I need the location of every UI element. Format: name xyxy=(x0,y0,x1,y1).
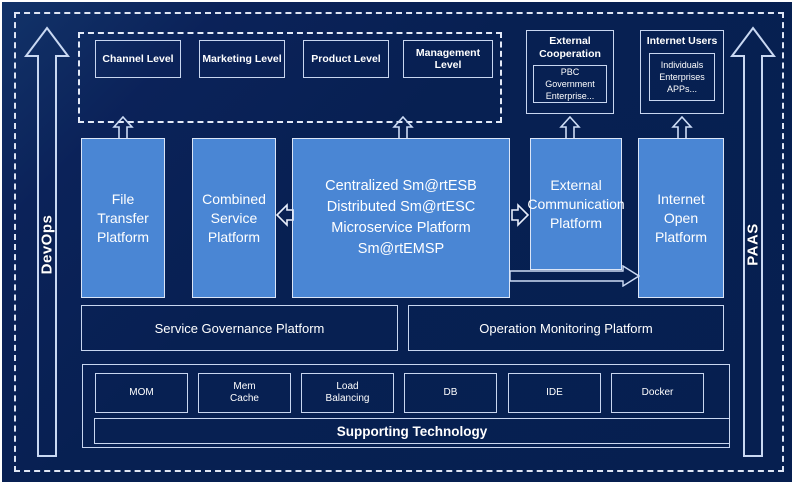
label-line-1: Internet xyxy=(657,190,705,207)
outer-dashed-frame xyxy=(14,12,784,472)
operation-monitoring-platform[interactable]: Operation Monitoring Platform xyxy=(408,305,724,351)
external-cooperation-title-line2: Cooperation xyxy=(539,48,601,60)
tech-box-mem-cache[interactable]: Mem Cache xyxy=(198,373,291,413)
label-line-1: Centralized Sm@rtESB xyxy=(325,178,477,194)
label-line-1: Load xyxy=(336,381,359,392)
up-arrow-icon xyxy=(730,26,776,457)
label-line-1: DB xyxy=(443,387,458,398)
label-line-2: Open xyxy=(663,209,699,226)
label-line-1: IDE xyxy=(546,387,563,398)
platform-external-communication[interactable]: External Communication Platform xyxy=(527,138,625,270)
label-line-3: Platform xyxy=(654,228,708,245)
up-arrow-icon xyxy=(24,26,70,457)
label-line-1: Combined xyxy=(202,190,266,207)
platform-combined-service[interactable]: Combined Service Platform xyxy=(192,138,276,298)
arrow-left-to-combined-service xyxy=(275,202,294,233)
label-line-2: Service xyxy=(210,209,258,226)
devops-label: DevOps xyxy=(38,214,56,275)
label-line-2: Cache xyxy=(230,393,259,404)
level-box-product[interactable]: Product Level xyxy=(303,40,389,78)
label-line-1: Docker xyxy=(641,387,674,398)
label-line-1: MOM xyxy=(129,387,154,398)
tech-box-db-label: DB xyxy=(444,387,458,399)
platform-external-communication-label: External Communication Platform xyxy=(527,176,624,233)
label-line-2: Communication xyxy=(527,195,625,212)
external-cooperation-detail: PBC Government Enterprise... xyxy=(533,65,607,103)
tech-box-mom[interactable]: MOM xyxy=(95,373,188,413)
platform-internet-open[interactable]: Internet Open Platform xyxy=(638,138,724,298)
label-line-2: Transfer xyxy=(97,209,149,226)
platform-internet-open-label: Internet Open Platform xyxy=(655,190,707,247)
paas-label: PAAS xyxy=(744,223,762,266)
level-box-management[interactable]: Management Level xyxy=(403,40,493,78)
internet-users-box[interactable]: Internet Users Individuals Enterprises A… xyxy=(640,30,724,114)
platform-combined-service-label: Combined Service Platform xyxy=(202,190,266,247)
platform-esb-esc-emsp-label: Centralized Sm@rtESB Distributed Sm@rtES… xyxy=(293,176,509,260)
level-box-channel[interactable]: Channel Level xyxy=(95,40,181,78)
label-line-1: Mem xyxy=(233,381,256,392)
service-governance-platform[interactable]: Service Governance Platform xyxy=(81,305,398,351)
external-cooperation-box[interactable]: External Cooperation PBC Government Ente… xyxy=(526,30,614,114)
label-line-3: Platform xyxy=(96,228,150,245)
tech-box-docker[interactable]: Docker xyxy=(611,373,704,413)
paas-rail: PAAS xyxy=(730,26,776,458)
platform-file-transfer[interactable]: File Transfer Platform xyxy=(81,138,165,298)
platform-file-transfer-label: File Transfer Platform xyxy=(97,190,149,247)
tech-box-ide-label: IDE xyxy=(546,387,563,399)
external-cooperation-title-line1: External xyxy=(549,35,591,47)
label-line-1: File xyxy=(111,190,135,207)
label-line-3: Platform xyxy=(207,228,261,245)
tech-box-docker-label: Docker xyxy=(642,387,674,399)
label-line-2: Balancing xyxy=(325,393,370,404)
tech-box-ide[interactable]: IDE xyxy=(508,373,601,413)
supporting-technology-bar[interactable]: Supporting Technology xyxy=(94,418,730,444)
label-line-3: Microservice Platform Sm@rtEMSP xyxy=(331,220,471,257)
tech-box-load-balancing-label: Load Balancing xyxy=(326,381,370,405)
devops-rail: DevOps xyxy=(24,26,70,458)
tech-box-mom-label: MOM xyxy=(129,387,153,399)
arrow-right-to-external-communication xyxy=(511,202,530,233)
arrow-center-to-internet-open xyxy=(509,264,641,292)
internet-users-detail: Individuals Enterprises APPs... xyxy=(649,53,715,101)
platform-esb-esc-emsp[interactable]: Centralized Sm@rtESB Distributed Sm@rtES… xyxy=(292,138,510,298)
consumer-levels-band xyxy=(78,32,502,123)
level-box-marketing[interactable]: Marketing Level xyxy=(199,40,285,78)
label-line-2: Distributed Sm@rtESC xyxy=(326,199,476,215)
tech-box-db[interactable]: DB xyxy=(404,373,497,413)
tech-box-mem-cache-label: Mem Cache xyxy=(230,381,259,405)
label-line-1: External xyxy=(550,176,602,193)
internet-users-title: Internet Users xyxy=(646,35,718,47)
supporting-technology-frame xyxy=(82,364,730,448)
tech-box-load-balancing[interactable]: Load Balancing xyxy=(301,373,394,413)
label-line-3: Platform xyxy=(549,214,603,231)
